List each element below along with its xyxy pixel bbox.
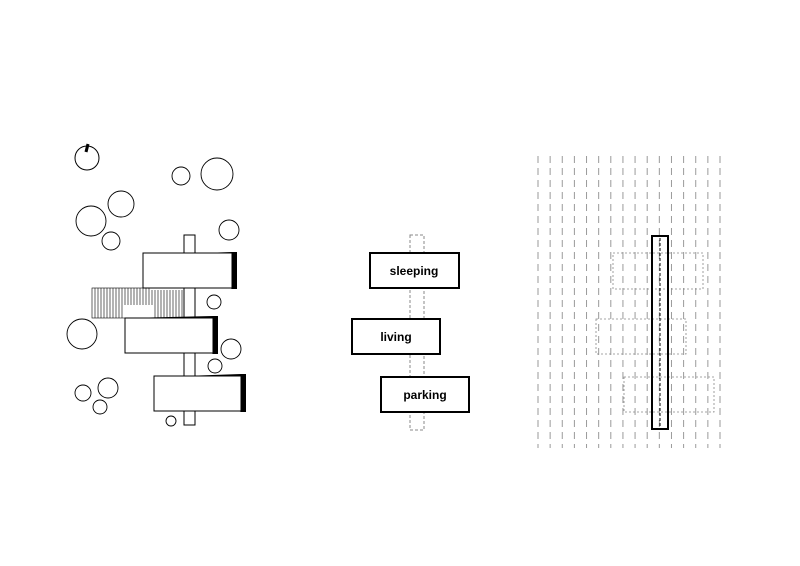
program-box-living: living xyxy=(351,318,441,355)
tree xyxy=(101,231,121,251)
tree xyxy=(220,338,242,360)
site-plan-panel xyxy=(66,143,246,427)
bold-spine xyxy=(651,235,669,430)
program-box-sleeping: sleeping xyxy=(369,252,460,289)
tree xyxy=(218,219,240,241)
tree xyxy=(207,358,223,374)
plan-block-middle xyxy=(124,316,218,354)
tree xyxy=(75,205,107,237)
tree xyxy=(206,294,222,310)
tree xyxy=(66,318,98,350)
north-arrow-icon xyxy=(74,143,100,171)
grid-ghost-top xyxy=(612,252,704,290)
grid-lines xyxy=(537,156,721,448)
label-sleeping: sleeping xyxy=(390,264,439,278)
tree xyxy=(107,190,135,218)
tree xyxy=(74,384,92,402)
tree xyxy=(200,157,234,191)
trees xyxy=(66,157,242,427)
tree xyxy=(92,399,108,415)
plan-block-top xyxy=(142,252,237,289)
plan-block-bottom xyxy=(153,374,246,412)
program-box-parking: parking xyxy=(380,376,470,413)
tree xyxy=(97,377,119,399)
grid-ghost-middle xyxy=(595,318,687,355)
hatched-deck xyxy=(91,287,192,319)
structure-grid-panel xyxy=(537,156,721,448)
label-parking: parking xyxy=(403,388,446,402)
label-living: living xyxy=(380,330,411,344)
tree xyxy=(171,166,191,186)
program-diagram-panel: sleeping living parking xyxy=(351,234,470,431)
tree xyxy=(165,415,177,427)
